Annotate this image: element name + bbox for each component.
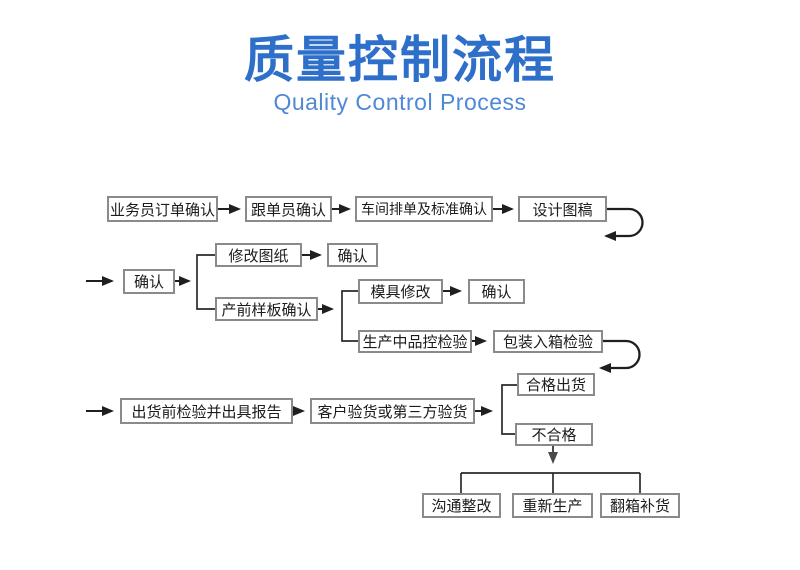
flow-node-confirm-1: 确认 <box>123 269 175 294</box>
flow-node-merchandiser-confirm: 跟单员确认 <box>245 196 332 222</box>
flow-node-mold-modify: 模具修改 <box>358 279 443 304</box>
flow-node-preproduction-sample: 产前样板确认 <box>215 297 318 321</box>
flow-node-design-draft: 设计图稿 <box>518 196 607 222</box>
flow-node-qualified-ship: 合格出货 <box>517 373 595 396</box>
flow-node-unqualified: 不合格 <box>515 423 593 446</box>
flow-node-confirm-2: 确认 <box>327 243 378 267</box>
bracket-branch-2 <box>341 290 358 342</box>
loop-arrow-row2 <box>599 339 641 373</box>
flow-node-customer-inspection: 客户验货或第三方验货 <box>310 398 475 424</box>
flow-node-order-confirm: 业务员订单确认 <box>107 196 218 222</box>
flow-node-packing-inspection: 包装入箱检验 <box>493 330 603 353</box>
flow-node-restock: 翻箱补货 <box>600 493 680 518</box>
flow-node-reproduce: 重新生产 <box>512 493 593 518</box>
flow-node-confirm-3: 确认 <box>468 279 525 304</box>
bracket-branch-1 <box>196 254 215 310</box>
title-main: 质量控制流程 <box>244 32 556 88</box>
flow-node-preshipment-inspection: 出货前检验并出具报告 <box>120 398 293 424</box>
flow-node-in-production-qc: 生产中品控检验 <box>358 330 472 353</box>
flow-node-workshop-schedule: 车间排单及标准确认 <box>355 196 493 222</box>
bracket-branch-3 <box>501 384 517 435</box>
loop-arrow-row1 <box>604 207 644 241</box>
title-subtitle: Quality Control Process <box>273 89 527 115</box>
page-title: 质量控制流程 Quality Control Process <box>0 32 800 115</box>
flow-node-communicate-rectify: 沟通整改 <box>422 493 501 518</box>
flow-node-revise-drawing: 修改图纸 <box>215 243 302 267</box>
